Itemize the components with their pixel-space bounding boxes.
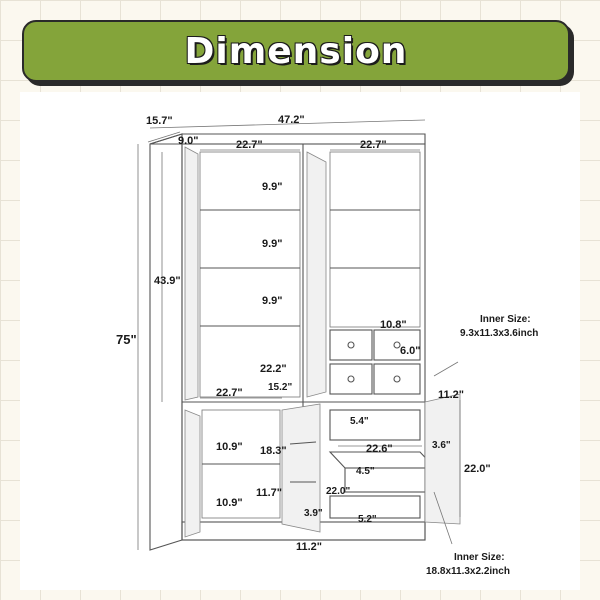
right-cabinet-depth-label: 11.2" [438, 389, 464, 401]
door-depth-label: 3.9" [304, 508, 323, 519]
total-height-label: 75" [116, 332, 137, 347]
middle-drawer-height-label: 5.4" [350, 416, 369, 427]
lower-center-door [281, 403, 321, 533]
callout-line-bottom [433, 491, 453, 545]
upper-right-interior [329, 151, 421, 328]
inner-size-bottom-value: 18.8x11.3x2.2inch [426, 566, 510, 577]
depth-line [147, 131, 181, 143]
shelf-2-label: 9.9" [262, 238, 283, 250]
knob [393, 375, 401, 383]
lower-drawer-bottom-label: 5.2" [358, 514, 377, 525]
depth-top-label: 15.7" [146, 115, 173, 127]
dimension-diagram: 15.7" 47.2" 9.0" 22.7" 22.7" 9.9" 9.9" 9… [20, 92, 580, 590]
top-drawer-width-label: 10.8" [380, 319, 407, 331]
right-glass-door [306, 151, 327, 398]
shelf-1-label: 9.9" [262, 181, 283, 193]
callout-line-top [433, 361, 459, 377]
lower-left-width-label: 22.7" [216, 387, 243, 399]
shelf-bottom-label: 22.2" [260, 363, 287, 375]
lower-right-door [424, 393, 461, 525]
middle-drawer-width-label: 22.6" [366, 443, 393, 455]
middle-drawer-side-label: 3.6" [432, 440, 451, 451]
lower-cabinet-height-label: 22.0" [464, 463, 491, 475]
small-drawer-1 [329, 329, 373, 361]
side-panel [149, 133, 183, 551]
width-total-label: 47.2" [278, 114, 305, 126]
inner-size-top-label: Inner Size: [480, 314, 531, 325]
upper-left-width-label: 22.7" [236, 139, 263, 151]
top-drawer-depth-label: 15.2" [268, 382, 292, 393]
door-shelf-bottom-label: 11.7" [256, 487, 282, 499]
lower-shelf-top-label: 10.9" [216, 441, 243, 453]
lower-left-door [184, 409, 201, 538]
lower-drawer-height-label: 4.5" [356, 466, 375, 477]
depth-inner-label: 9.0" [178, 135, 199, 147]
inner-size-bottom-label: Inner Size: [454, 552, 505, 563]
lower-depth-label: 11.2" [296, 541, 322, 553]
knob [347, 375, 355, 383]
inner-size-top-value: 9.3x11.3x3.6inch [460, 328, 538, 339]
small-drawer-2 [373, 329, 421, 361]
banner-title: Dimension [184, 30, 408, 72]
bottom-drawer [329, 495, 421, 519]
upper-height-label: 43.9" [154, 275, 181, 287]
door-shelf-top-label: 18.3" [260, 445, 287, 457]
small-drawer-4 [373, 363, 421, 395]
door-shelf [289, 441, 317, 445]
width-line [149, 119, 426, 129]
cabinet-diagram: 15.7" 47.2" 9.0" 22.7" 22.7" 9.9" 9.9" 9… [116, 114, 538, 577]
shelf-3-label: 9.9" [262, 295, 283, 307]
lower-cabinet-inner-label: 22.0" [326, 486, 350, 497]
upper-right-width-label: 22.7" [360, 139, 387, 151]
knob [347, 341, 355, 349]
small-drawer-3 [329, 363, 373, 395]
left-glass-door [184, 146, 199, 401]
top-drawer-height-label: 6.0" [400, 345, 421, 357]
knob [393, 341, 401, 349]
upper-left-interior [199, 151, 301, 398]
lower-shelf-bottom-label: 10.9" [216, 497, 243, 509]
middle-drawer [329, 409, 421, 441]
title-banner: Dimension [22, 20, 570, 82]
